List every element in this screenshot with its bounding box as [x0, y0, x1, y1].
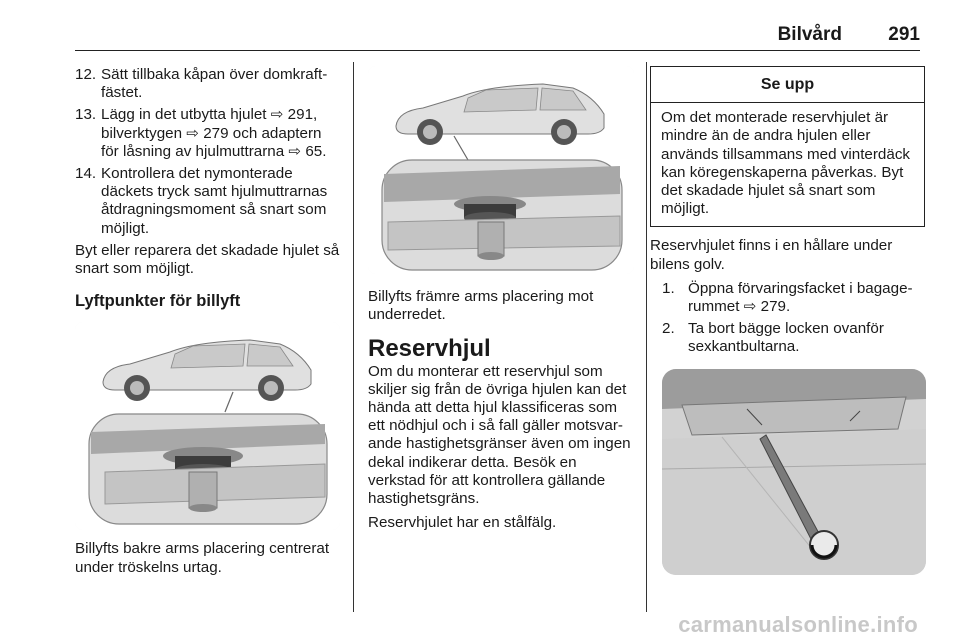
step-number: 14.: [75, 165, 97, 183]
list-item: 1. Öppna förvaringsfacket i bagage­rumme…: [662, 280, 925, 316]
step-text: Lägg in det utbytta hjulet: [101, 106, 271, 124]
step-text: 291, bilverktygen: [101, 106, 318, 142]
paragraph: Reservhjulet har en stålfälg.: [368, 514, 557, 532]
page-ref-arrow-icon: [744, 298, 757, 315]
list-item: 2. Ta bort bägge locken ovanför sexkantb…: [662, 320, 925, 356]
list-item: 13. Lägg in det utbytta hjulet 291, bilv…: [75, 106, 340, 161]
page-number: 291: [888, 24, 920, 45]
step-text: Ta bort bägge locken ovanför sexkantbult…: [688, 320, 884, 356]
page-header: Bilvård 291: [75, 22, 920, 51]
page-ref-arrow-icon: [288, 143, 301, 160]
page-ref-arrow-icon: [186, 125, 199, 142]
caution-text: Om det monterade reservhjulet är mindre …: [661, 109, 911, 218]
paragraph: Om du monterar ett reservhjul som skilje…: [368, 362, 631, 508]
step-list: 1. Öppna förvaringsfacket i bagage­rumme…: [662, 280, 925, 357]
figure-caption: Billyfts främre arms placering mot under…: [368, 288, 594, 324]
step-number: 13.: [75, 106, 97, 124]
caution-title: Se upp: [651, 67, 924, 104]
watermark: carmanualsonline.info: [678, 612, 918, 637]
rear-lift-arm-illustration: [75, 322, 340, 531]
list-item: 14. Kontrollera det nymonterade däckets …: [75, 165, 340, 238]
spare-wheel-trunk-illustration: [662, 368, 926, 575]
caution-box: Se upp Om det monterade reservhjulet är …: [650, 66, 925, 228]
step-text: Öppna förvaringsfacket i bagage­rummet: [688, 279, 913, 316]
step-list: 12. Sätt tillbaka kåpan över domkraft­fä…: [75, 66, 340, 238]
paragraph: Byt eller reparera det skadade hjulet så…: [75, 241, 340, 278]
front-lift-arm-illustration: [368, 66, 634, 274]
column-1: 12. Sätt tillbaka kåpan över domkraft­fä…: [75, 66, 340, 583]
column-3: Se upp Om det monterade reservhjulet är …: [650, 66, 926, 575]
step-text: 65.: [301, 142, 327, 160]
column-divider: [353, 62, 355, 612]
step-number: 1.: [662, 279, 675, 297]
column-divider: [646, 62, 648, 612]
step-number: 2.: [662, 320, 675, 338]
section-heading: Reservhjul: [368, 335, 491, 363]
section-title: Bilvård: [777, 24, 842, 45]
page-ref-arrow-icon: [271, 106, 284, 123]
step-text: 279 och adaptern för låsning av hjulmutt…: [101, 124, 322, 160]
step-number: 12.: [75, 66, 97, 83]
section-heading: Lyftpunkter för billyft: [75, 292, 241, 311]
step-text: Kontrollera det nymonterade däckets tryc…: [101, 165, 328, 237]
list-item: 12. Sätt tillbaka kåpan över domkraft­fä…: [75, 66, 340, 102]
figure-caption: Billyfts bakre arms placering centrerat …: [75, 540, 330, 576]
column-2: Billyfts främre arms placering mot under…: [368, 66, 634, 538]
paragraph: Reservhjulet finns i en hållare under bi…: [650, 237, 893, 273]
step-text: 279.: [756, 298, 791, 316]
step-text: Sätt tillbaka kåpan över domkraft­fästet…: [101, 66, 328, 102]
